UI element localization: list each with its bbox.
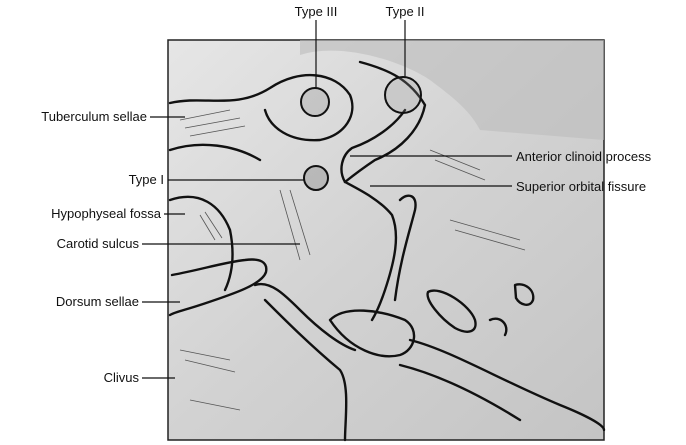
label-hypophyseal-fossa: Hypophyseal fossa <box>51 206 162 221</box>
type-iii-circle <box>300 87 330 117</box>
label-type-i: Type I <box>129 172 164 187</box>
anatomical-drawing <box>168 40 606 442</box>
label-type-ii: Type II <box>385 4 424 19</box>
label-dorsum-sellae: Dorsum sellae <box>56 294 139 309</box>
label-tuberculum-sellae: Tuberculum sellae <box>41 109 147 124</box>
leader-lines <box>142 20 512 379</box>
type-ii-circle <box>384 76 422 114</box>
label-carotid-sulcus: Carotid sulcus <box>57 236 140 251</box>
type-i-circle <box>303 165 329 191</box>
label-superior-orbital-fissure: Superior orbital fissure <box>516 179 646 194</box>
label-clivus: Clivus <box>104 370 140 385</box>
label-anterior-clinoid-process: Anterior clinoid process <box>516 149 652 164</box>
label-type-iii: Type III <box>295 4 338 19</box>
